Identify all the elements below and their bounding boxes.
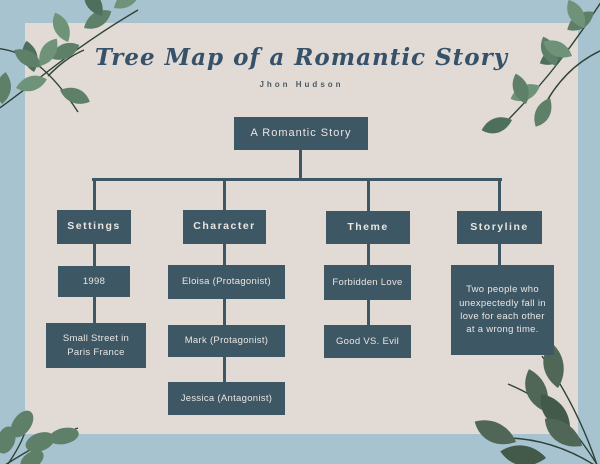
node-storyline-summary: Two people who unexpectedly fall in love…	[451, 265, 554, 355]
node-theme-forbidden-love: Forbidden Love	[324, 265, 411, 300]
connector-horizontal-rail	[92, 178, 502, 181]
node-settings-location: Small Street in Paris France	[46, 323, 146, 368]
connector-vertical	[498, 244, 501, 265]
node-storyline: Storyline	[457, 211, 542, 244]
connector-storyline-drop	[498, 178, 501, 212]
connector-vertical	[92, 244, 96, 266]
connector-vertical	[366, 300, 370, 325]
node-character-mark: Mark (Protagonist)	[168, 325, 285, 357]
connector-theme-drop	[366, 178, 370, 212]
node-settings-year: 1998	[58, 266, 130, 297]
node-character-jessica: Jessica (Antagonist)	[168, 382, 285, 415]
connector-root-drop	[299, 150, 302, 178]
connector-vertical	[366, 244, 370, 265]
connector-vertical	[92, 297, 96, 323]
node-character: Character	[183, 210, 266, 244]
node-settings: Settings	[57, 210, 131, 244]
author-name: Jhon Hudson	[259, 80, 344, 89]
connector-vertical	[223, 299, 226, 325]
connector-settings-drop	[92, 178, 96, 211]
connector-vertical	[223, 357, 226, 382]
page-title: Tree Map of a Romantic Story	[94, 44, 509, 71]
node-theme: Theme	[326, 211, 410, 244]
connector-character-drop	[223, 178, 226, 211]
node-character-eloisa: Eloisa (Protagonist)	[168, 265, 285, 299]
node-root: A Romantic Story	[234, 117, 368, 150]
node-theme-good-vs-evil: Good VS. Evil	[324, 325, 411, 358]
connector-vertical	[223, 244, 226, 265]
